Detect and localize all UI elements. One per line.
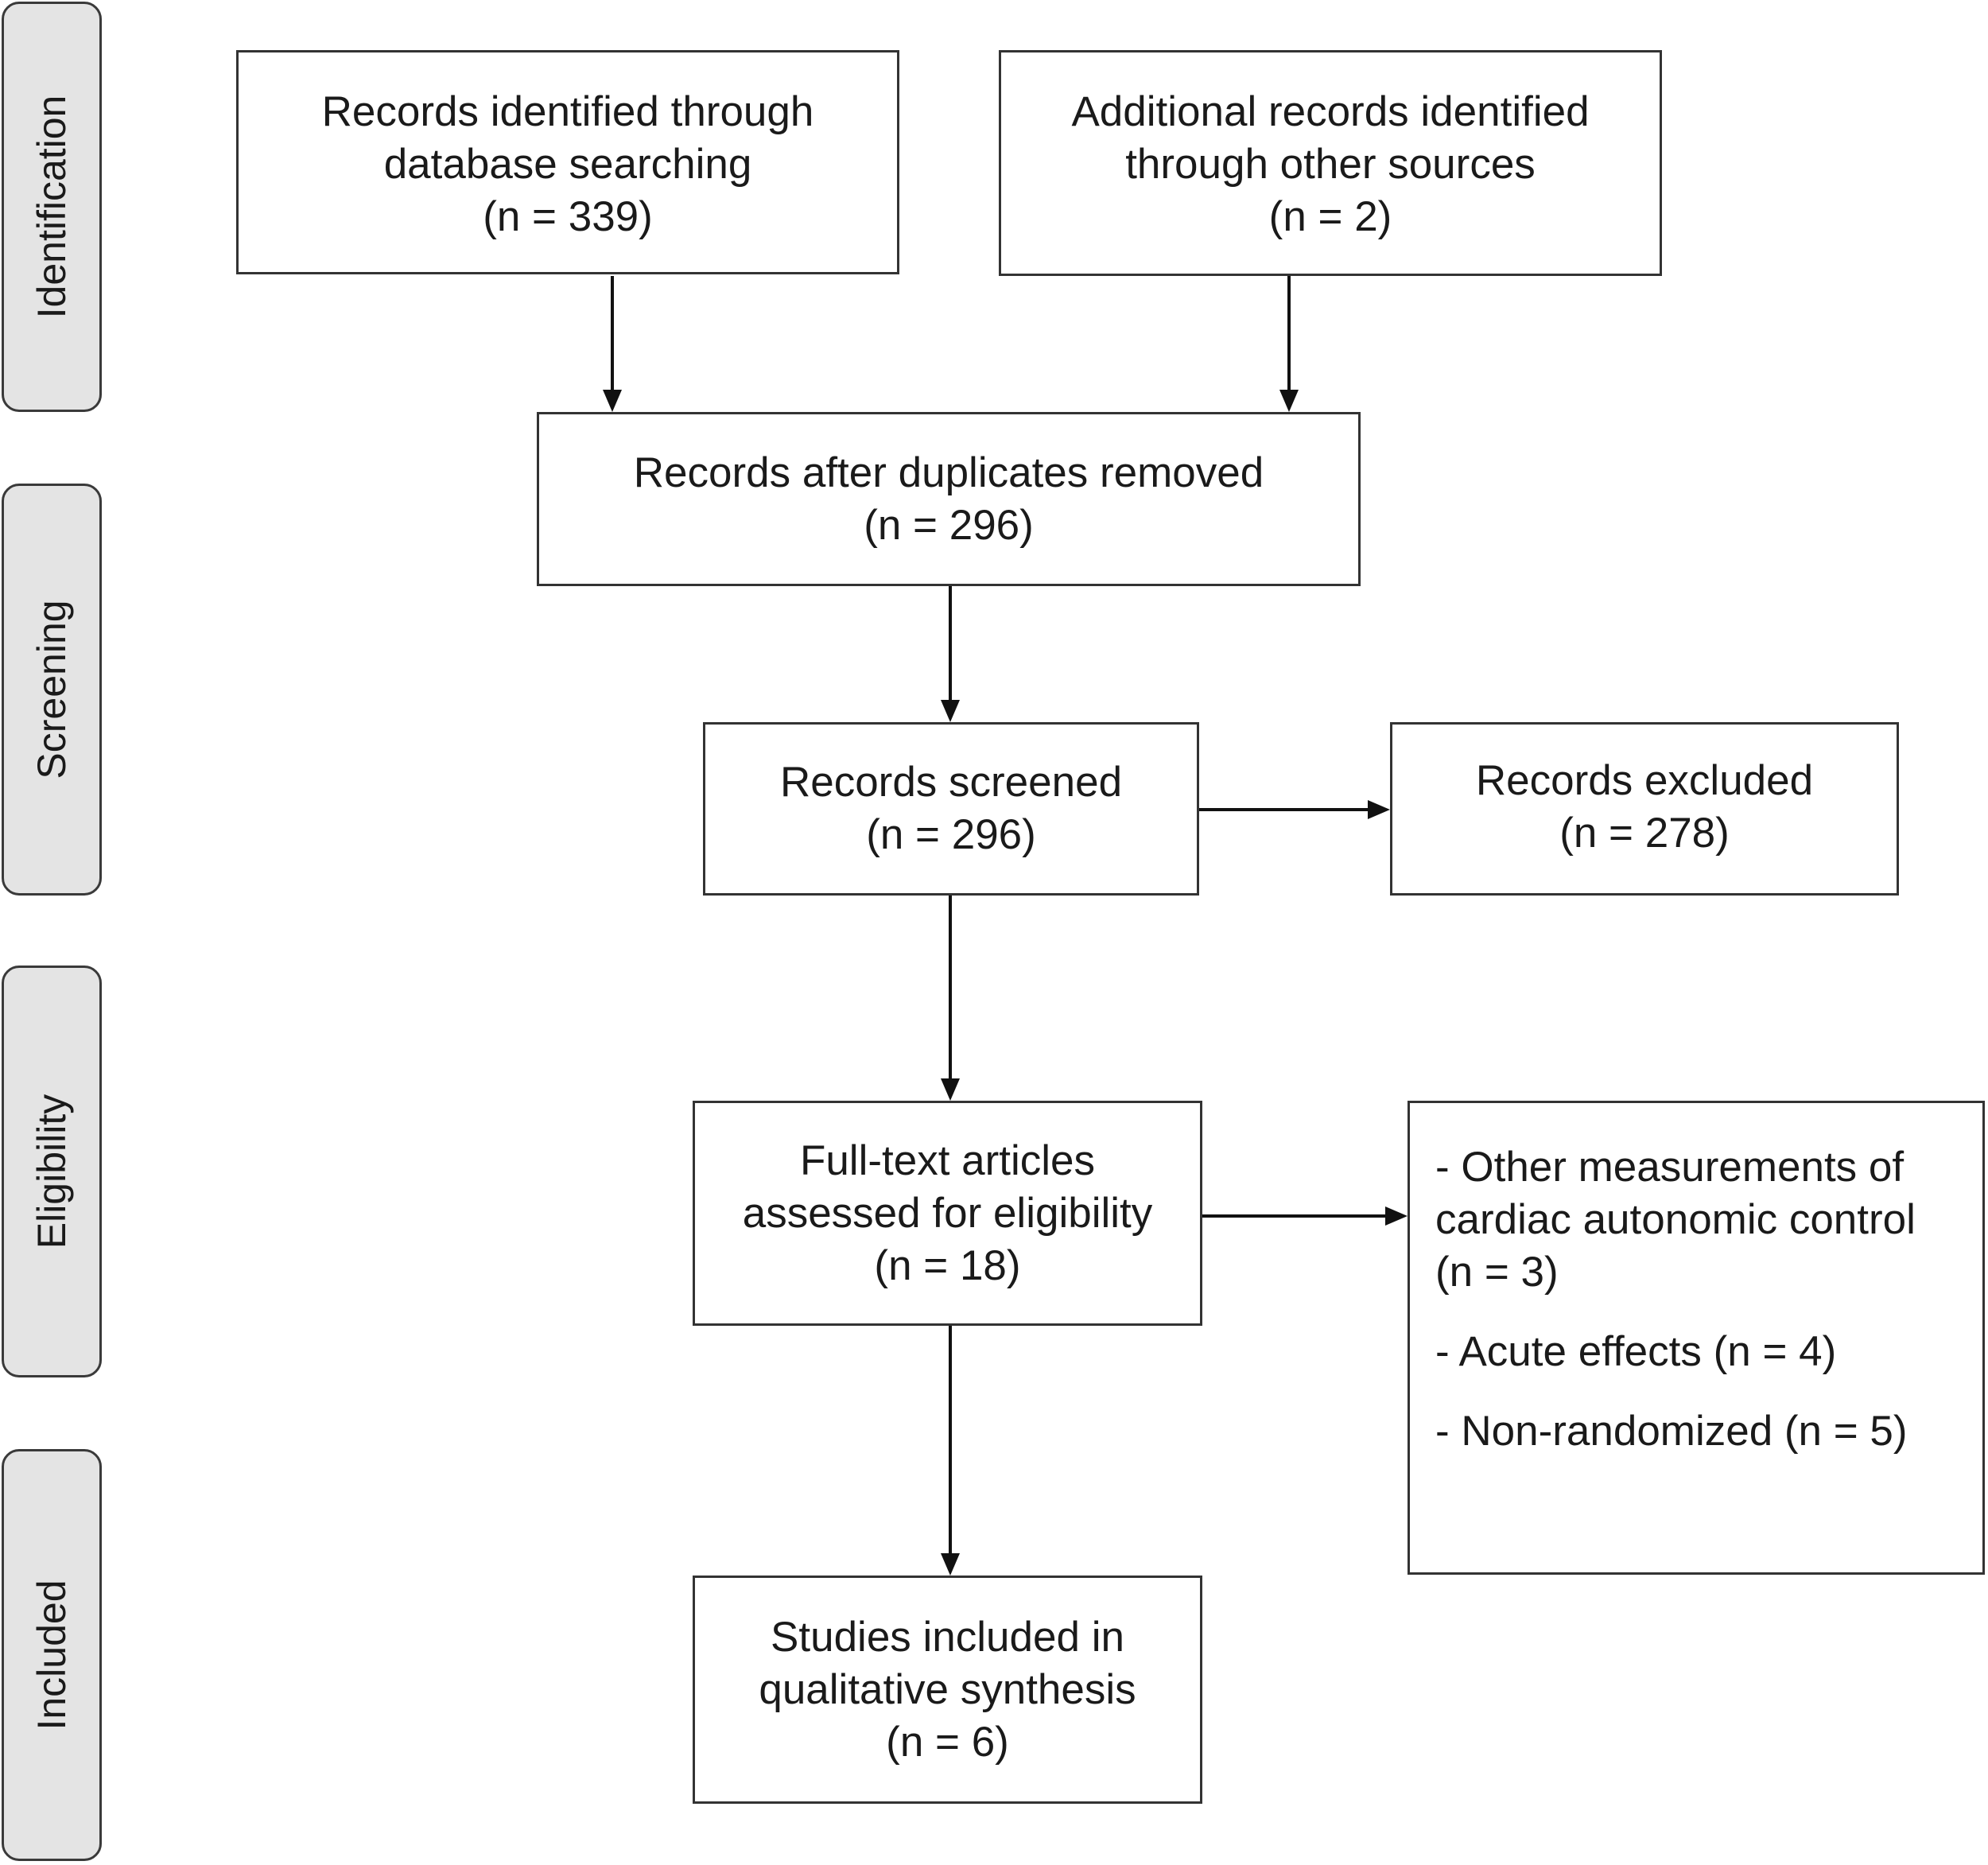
box-other-sources: Additional records identified through ot… — [999, 50, 1662, 276]
box-studies-included: Studies included in qualitative synthesi… — [693, 1576, 1202, 1804]
stage-identification: Identification — [2, 2, 102, 412]
box-eligibility-line2: assessed for eligibility — [742, 1189, 1153, 1237]
box-screened-line1: Records screened — [779, 759, 1123, 806]
arrowhead — [941, 1553, 960, 1576]
box-database-line2: database searching — [383, 141, 752, 188]
box-other-line1: Additional records identified — [1071, 88, 1590, 135]
stage-screening: Screening — [2, 484, 102, 896]
box-included-count: (n = 6) — [886, 1718, 1009, 1766]
box-duplicates-line1: Records after duplicates removed — [633, 449, 1264, 496]
arrowhead — [1368, 800, 1390, 819]
reason-2: - Acute effects (n = 4) — [1435, 1328, 1837, 1375]
stage-included: Included — [2, 1449, 102, 1861]
arrowhead — [941, 1078, 960, 1101]
arrowhead — [1279, 390, 1299, 412]
reason-1-line1: - Other measurements of — [1435, 1144, 1905, 1191]
box-full-text-eligibility: Full-text articles assessed for eligibil… — [693, 1101, 1202, 1326]
reason-1-count: (n = 3) — [1435, 1249, 1559, 1296]
box-exclusion-reasons: - Other measurements of cardiac autonomi… — [1408, 1101, 1985, 1575]
box-records-screened: Records screened (n = 296) — [703, 722, 1199, 896]
arrowhead — [1385, 1206, 1408, 1226]
box-other-count: (n = 2) — [1268, 193, 1392, 240]
stage-eligibility: Eligibility — [2, 966, 102, 1377]
box-records-excluded: Records excluded (n = 278) — [1390, 722, 1899, 896]
arrowhead — [941, 700, 960, 722]
box-duplicates-count: (n = 296) — [864, 501, 1034, 549]
reason-1-line2: cardiac autonomic control — [1435, 1196, 1916, 1243]
box-database-line1: Records identified through — [321, 88, 814, 135]
box-database-count: (n = 339) — [483, 193, 653, 240]
reason-3: - Non-randomized (n = 5) — [1435, 1408, 1908, 1455]
box-included-line2: qualitative synthesis — [759, 1665, 1136, 1713]
arrowhead — [603, 390, 622, 412]
box-excluded-count: (n = 278) — [1559, 810, 1730, 857]
box-eligibility-line1: Full-text articles — [799, 1136, 1096, 1184]
box-excluded-line1: Records excluded — [1475, 757, 1814, 804]
box-other-line2: through other sources — [1125, 141, 1536, 188]
box-screened-count: (n = 296) — [866, 811, 1036, 858]
box-duplicates-removed: Records after duplicates removed (n = 29… — [537, 412, 1361, 586]
box-database-records: Records identified through database sear… — [236, 50, 899, 274]
box-included-line1: Studies included in — [771, 1613, 1124, 1661]
box-eligibility-count: (n = 18) — [874, 1241, 1021, 1289]
